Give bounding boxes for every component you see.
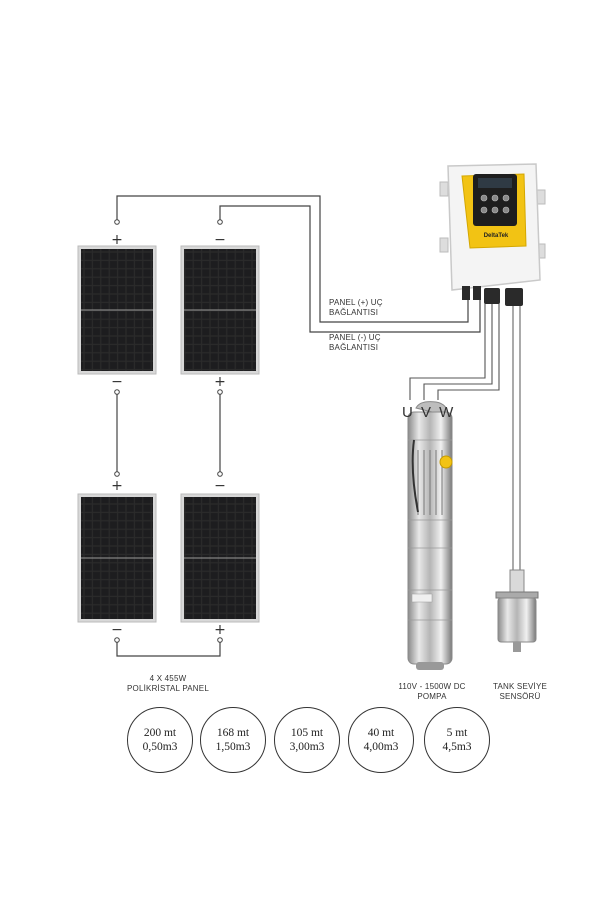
sensor-wires xyxy=(512,306,521,570)
panel-positive-connection-label: PANEL (+) UÇ BAĞLANTISI xyxy=(329,298,383,317)
pump-controller: DeltaTek xyxy=(439,163,546,306)
performance-circle: 168 mt 1,50m3 xyxy=(200,707,266,773)
flow-value: 0,50m3 xyxy=(142,741,178,753)
polarity-minus: − xyxy=(214,478,226,494)
solar-panel xyxy=(77,493,157,623)
performance-circle: 105 mt 3,00m3 xyxy=(274,707,340,773)
terminal-dot xyxy=(217,637,223,643)
performance-circle: 5 mt 4,5m3 xyxy=(424,707,490,773)
head-value: 168 mt xyxy=(216,727,250,739)
head-value: 200 mt xyxy=(143,727,177,739)
terminal-dot xyxy=(114,637,120,643)
tank-level-sensor xyxy=(495,569,539,652)
pump-caption: 110V - 1500W DC POMPA xyxy=(398,682,466,701)
polarity-plus: + xyxy=(214,622,226,638)
terminal-dot xyxy=(217,219,223,225)
terminal-dot xyxy=(114,219,120,225)
polarity-plus: + xyxy=(214,374,226,390)
pump-phase-label: U V W xyxy=(402,404,456,421)
terminal-dot xyxy=(114,389,120,395)
submersible-pump xyxy=(407,401,453,670)
polarity-minus: − xyxy=(111,622,123,638)
panel-caption: 4 X 455W POLİKRİSTAL PANEL xyxy=(127,674,209,693)
sensor-caption: TANK SEVİYE SENSÖRÜ xyxy=(492,682,548,701)
terminal-dot xyxy=(217,389,223,395)
solar-panel xyxy=(77,245,157,375)
controller-brand-logo: DeltaTek xyxy=(484,233,509,239)
terminal-dot xyxy=(217,471,223,477)
polarity-plus: + xyxy=(111,232,123,248)
terminal-dot xyxy=(114,471,120,477)
polarity-minus: − xyxy=(111,374,123,390)
flow-value: 3,00m3 xyxy=(289,741,325,753)
polarity-plus: + xyxy=(111,478,123,494)
solar-panel xyxy=(180,245,260,375)
panel-negative-connection-label: PANEL (-) UÇ BAĞLANTISI xyxy=(329,333,381,352)
head-value: 105 mt xyxy=(290,727,324,739)
panel-wires xyxy=(116,195,481,657)
polarity-minus: − xyxy=(214,232,226,248)
solar-panel xyxy=(180,493,260,623)
flow-value: 1,50m3 xyxy=(215,741,251,753)
performance-circle: 200 mt 0,50m3 xyxy=(127,707,193,773)
flow-value: 4,00m3 xyxy=(363,741,399,753)
performance-circle: 40 mt 4,00m3 xyxy=(348,707,414,773)
head-value: 40 mt xyxy=(367,727,395,739)
head-value: 5 mt xyxy=(446,727,468,739)
flow-value: 4,5m3 xyxy=(442,741,472,753)
pump-wires xyxy=(409,300,500,400)
